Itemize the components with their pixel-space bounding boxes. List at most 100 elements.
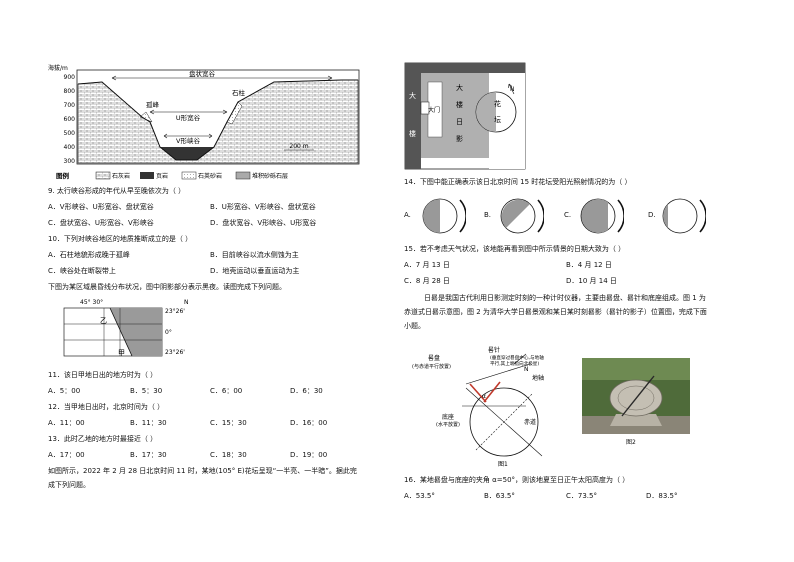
- y-tick: 600: [64, 116, 76, 123]
- q16-option-c[interactable]: C．73.5°: [566, 492, 597, 500]
- q10-option-b[interactable]: B．目前峡谷以流水侧蚀为主: [210, 251, 299, 259]
- q14-option-c-label[interactable]: C.: [564, 211, 572, 219]
- y-tick: 700: [64, 102, 76, 109]
- legend-limestone: 石灰岩: [112, 172, 130, 180]
- q13-option-b[interactable]: B．17：30: [130, 451, 167, 459]
- q10-option-d[interactable]: D．地壳运动以垂直运动为主: [210, 267, 300, 275]
- q12-option-c[interactable]: C．15：30: [210, 419, 247, 427]
- sundial-diagram-figure1: 晷盘 (与赤道平行放置) 晷针 (垂直穿过晷盘中心,与地轴 平行,其上端指向北极…: [412, 346, 544, 468]
- q15-option-d[interactable]: D．10 月 14 日: [566, 277, 617, 285]
- longitude-label: 45° 30°: [80, 299, 103, 306]
- q12-stem: 12．当甲地日出时，北京时间为（ ）: [48, 403, 165, 411]
- shadow-char2: 影: [456, 134, 463, 143]
- q15-option-c[interactable]: C．8 月 28 日: [404, 277, 450, 285]
- sundial-intro-line2: 赤道式日晷示意图，图 2 为清华大学日晷景观和某日某时刻晷影（晷针的影子）位置图…: [404, 308, 707, 316]
- building-left-char1: 大: [409, 91, 416, 100]
- shadow-char1: 日: [456, 118, 463, 126]
- y-tick: 900: [64, 74, 76, 81]
- building-char1: 大: [456, 83, 463, 92]
- q14-option-a-label[interactable]: A.: [404, 211, 411, 219]
- q10-stem: 10．下列对峡谷地区的地质推断成立的是（ ）: [48, 235, 193, 243]
- q13-option-c[interactable]: C．18：30: [210, 451, 247, 459]
- building-char2: 楼: [456, 100, 463, 109]
- q10-option-c[interactable]: C．峡谷处在断裂带上: [48, 267, 116, 275]
- q14-option-d-diagram[interactable]: [660, 196, 706, 236]
- base-note: (水平放置): [436, 421, 460, 428]
- q11-option-d[interactable]: D．6：30: [290, 387, 323, 395]
- lat-north-label: 23°26': [165, 308, 185, 315]
- equator-label: 0°: [165, 329, 172, 336]
- y-tick: 400: [64, 144, 76, 151]
- q16-option-b[interactable]: B．63.5°: [484, 492, 515, 500]
- earth-axis-label: 地轴: [532, 374, 544, 382]
- point-jia-label: 甲: [118, 349, 125, 357]
- figure2-caption: 图2: [626, 439, 636, 446]
- q13-option-a[interactable]: A．17：00: [48, 451, 85, 459]
- q9-option-d[interactable]: D．盘状宽谷、V形峡谷、U形宽谷: [210, 219, 317, 227]
- q9-stem: 9. 太行峡谷形成的年代从早至晚依次为（ ）: [48, 187, 186, 195]
- stone-pillar-label: 石柱: [232, 88, 246, 97]
- y-tick: 800: [64, 88, 76, 95]
- needle-note-line1: (垂直穿过晷盘中心,与地轴: [490, 354, 544, 361]
- isolated-peak-label: 孤峰: [146, 100, 160, 109]
- legend-quartz-sandstone: 石英砂岩: [198, 172, 222, 180]
- q16-option-a[interactable]: A．53.5°: [404, 492, 435, 500]
- q15-option-b[interactable]: B．4 月 12 日: [566, 261, 612, 269]
- legend-shale: 页岩: [156, 172, 168, 180]
- point-yi-label: 乙: [100, 317, 107, 325]
- q14-stem: 14．下图中能正确表示该日北京时间 15 时花坛受阳光照射情况的为（ ）: [404, 178, 632, 186]
- q11-option-a[interactable]: A．5：00: [48, 387, 81, 395]
- q11-option-b[interactable]: B．5：30: [130, 387, 163, 395]
- flowerbed-char2: 坛: [494, 115, 501, 124]
- north-arrow-label: N: [510, 86, 515, 93]
- altitude-axis-label: 海拔/m: [48, 64, 68, 72]
- flowerbed-intro-line2: 成下列问题。: [48, 481, 90, 489]
- q15-stem: 15．若不考虑天气状况，该地能再看到图中所示情景的日期大致为（ ）: [404, 245, 626, 253]
- q11-option-c[interactable]: C．6：00: [210, 387, 243, 395]
- wide-valley-label: 盘状宽谷: [189, 69, 216, 78]
- dial-note: (与赤道平行放置): [412, 363, 451, 370]
- q9-option-c[interactable]: C．盘状宽谷、U形宽谷、V形峡谷: [48, 219, 154, 227]
- building-left-char2: 楼: [409, 129, 416, 138]
- building-flowerbed-figure: 大 楼 大门 大 楼 日 影 花 坛 N: [404, 62, 526, 170]
- legend-gravel: 堆积砂砾石层: [252, 172, 288, 180]
- q12-option-a[interactable]: A．11：00: [48, 419, 85, 427]
- door-label: 大门: [428, 106, 440, 114]
- needle-note-line2: 平行,其上端指向北极星): [490, 360, 539, 367]
- q9-option-a[interactable]: A．V形峡谷、U形宽谷、盘状宽谷: [48, 203, 154, 211]
- q14-option-c-diagram[interactable]: [578, 196, 624, 236]
- sundial-intro-line1: 日晷是我国古代利用日影测定时刻的一种计时仪器，主要由晷盘、晷针和底座组成。图 1…: [424, 294, 706, 302]
- figure1-caption: 图1: [498, 461, 508, 468]
- q9-option-b[interactable]: B．U形宽谷、V形峡谷、盘状宽谷: [210, 203, 316, 211]
- dial-label: 晷盘: [428, 354, 440, 362]
- equator-label: 赤道: [524, 418, 536, 426]
- q14-option-b-label[interactable]: B.: [484, 211, 492, 219]
- q11-stem: 11．该日甲地日出的地方时为（ ）: [48, 371, 158, 379]
- q14-option-b-diagram[interactable]: [498, 196, 544, 236]
- flowerbed-intro-line1: 如图所示，2022 年 2 月 28 日北京时间 11 时，某地(105° E)…: [48, 467, 357, 475]
- scale-label: 200 m: [289, 143, 308, 150]
- q16-option-d[interactable]: D．83.5°: [646, 492, 678, 500]
- q10-option-a[interactable]: A．石柱地貌形成晚于孤峰: [48, 251, 130, 259]
- sundial-photo-figure2: 图2: [582, 358, 690, 446]
- q16-stem: 16．某地晷盘与底座的夹角 α=50°，则该地夏至日正午太阳高度为（ ）: [404, 476, 630, 484]
- y-tick: 300: [64, 158, 76, 165]
- sundial-intro-line3: 小题。: [404, 322, 425, 330]
- base-label: 底座: [442, 413, 454, 421]
- q12-option-b[interactable]: B．11：30: [130, 419, 167, 427]
- u-valley-label: U形宽谷: [176, 113, 201, 122]
- q13-stem: 13．此时乙地的地方时最接近（ ）: [48, 435, 158, 443]
- q15-option-a[interactable]: A．7 月 13 日: [404, 261, 450, 269]
- v-valley-label: V形峡谷: [176, 136, 200, 145]
- q12-option-d[interactable]: D．16：00: [290, 419, 328, 427]
- q14-option-a-diagram[interactable]: [420, 196, 466, 236]
- N-label: N: [524, 366, 529, 373]
- legend-title: 图例: [56, 171, 70, 180]
- q14-option-d-label[interactable]: D.: [648, 211, 656, 219]
- needle-label: 晷针: [488, 346, 500, 354]
- valley-cross-section-figure: 海拔/m 900 800 700 600 500 400 300 盘状宽谷 石柱…: [48, 64, 360, 180]
- y-tick: 500: [64, 130, 76, 137]
- alpha-label: α: [482, 393, 486, 400]
- lat-south-label: 23°26': [165, 349, 185, 356]
- q13-option-d[interactable]: D．19：00: [290, 451, 328, 459]
